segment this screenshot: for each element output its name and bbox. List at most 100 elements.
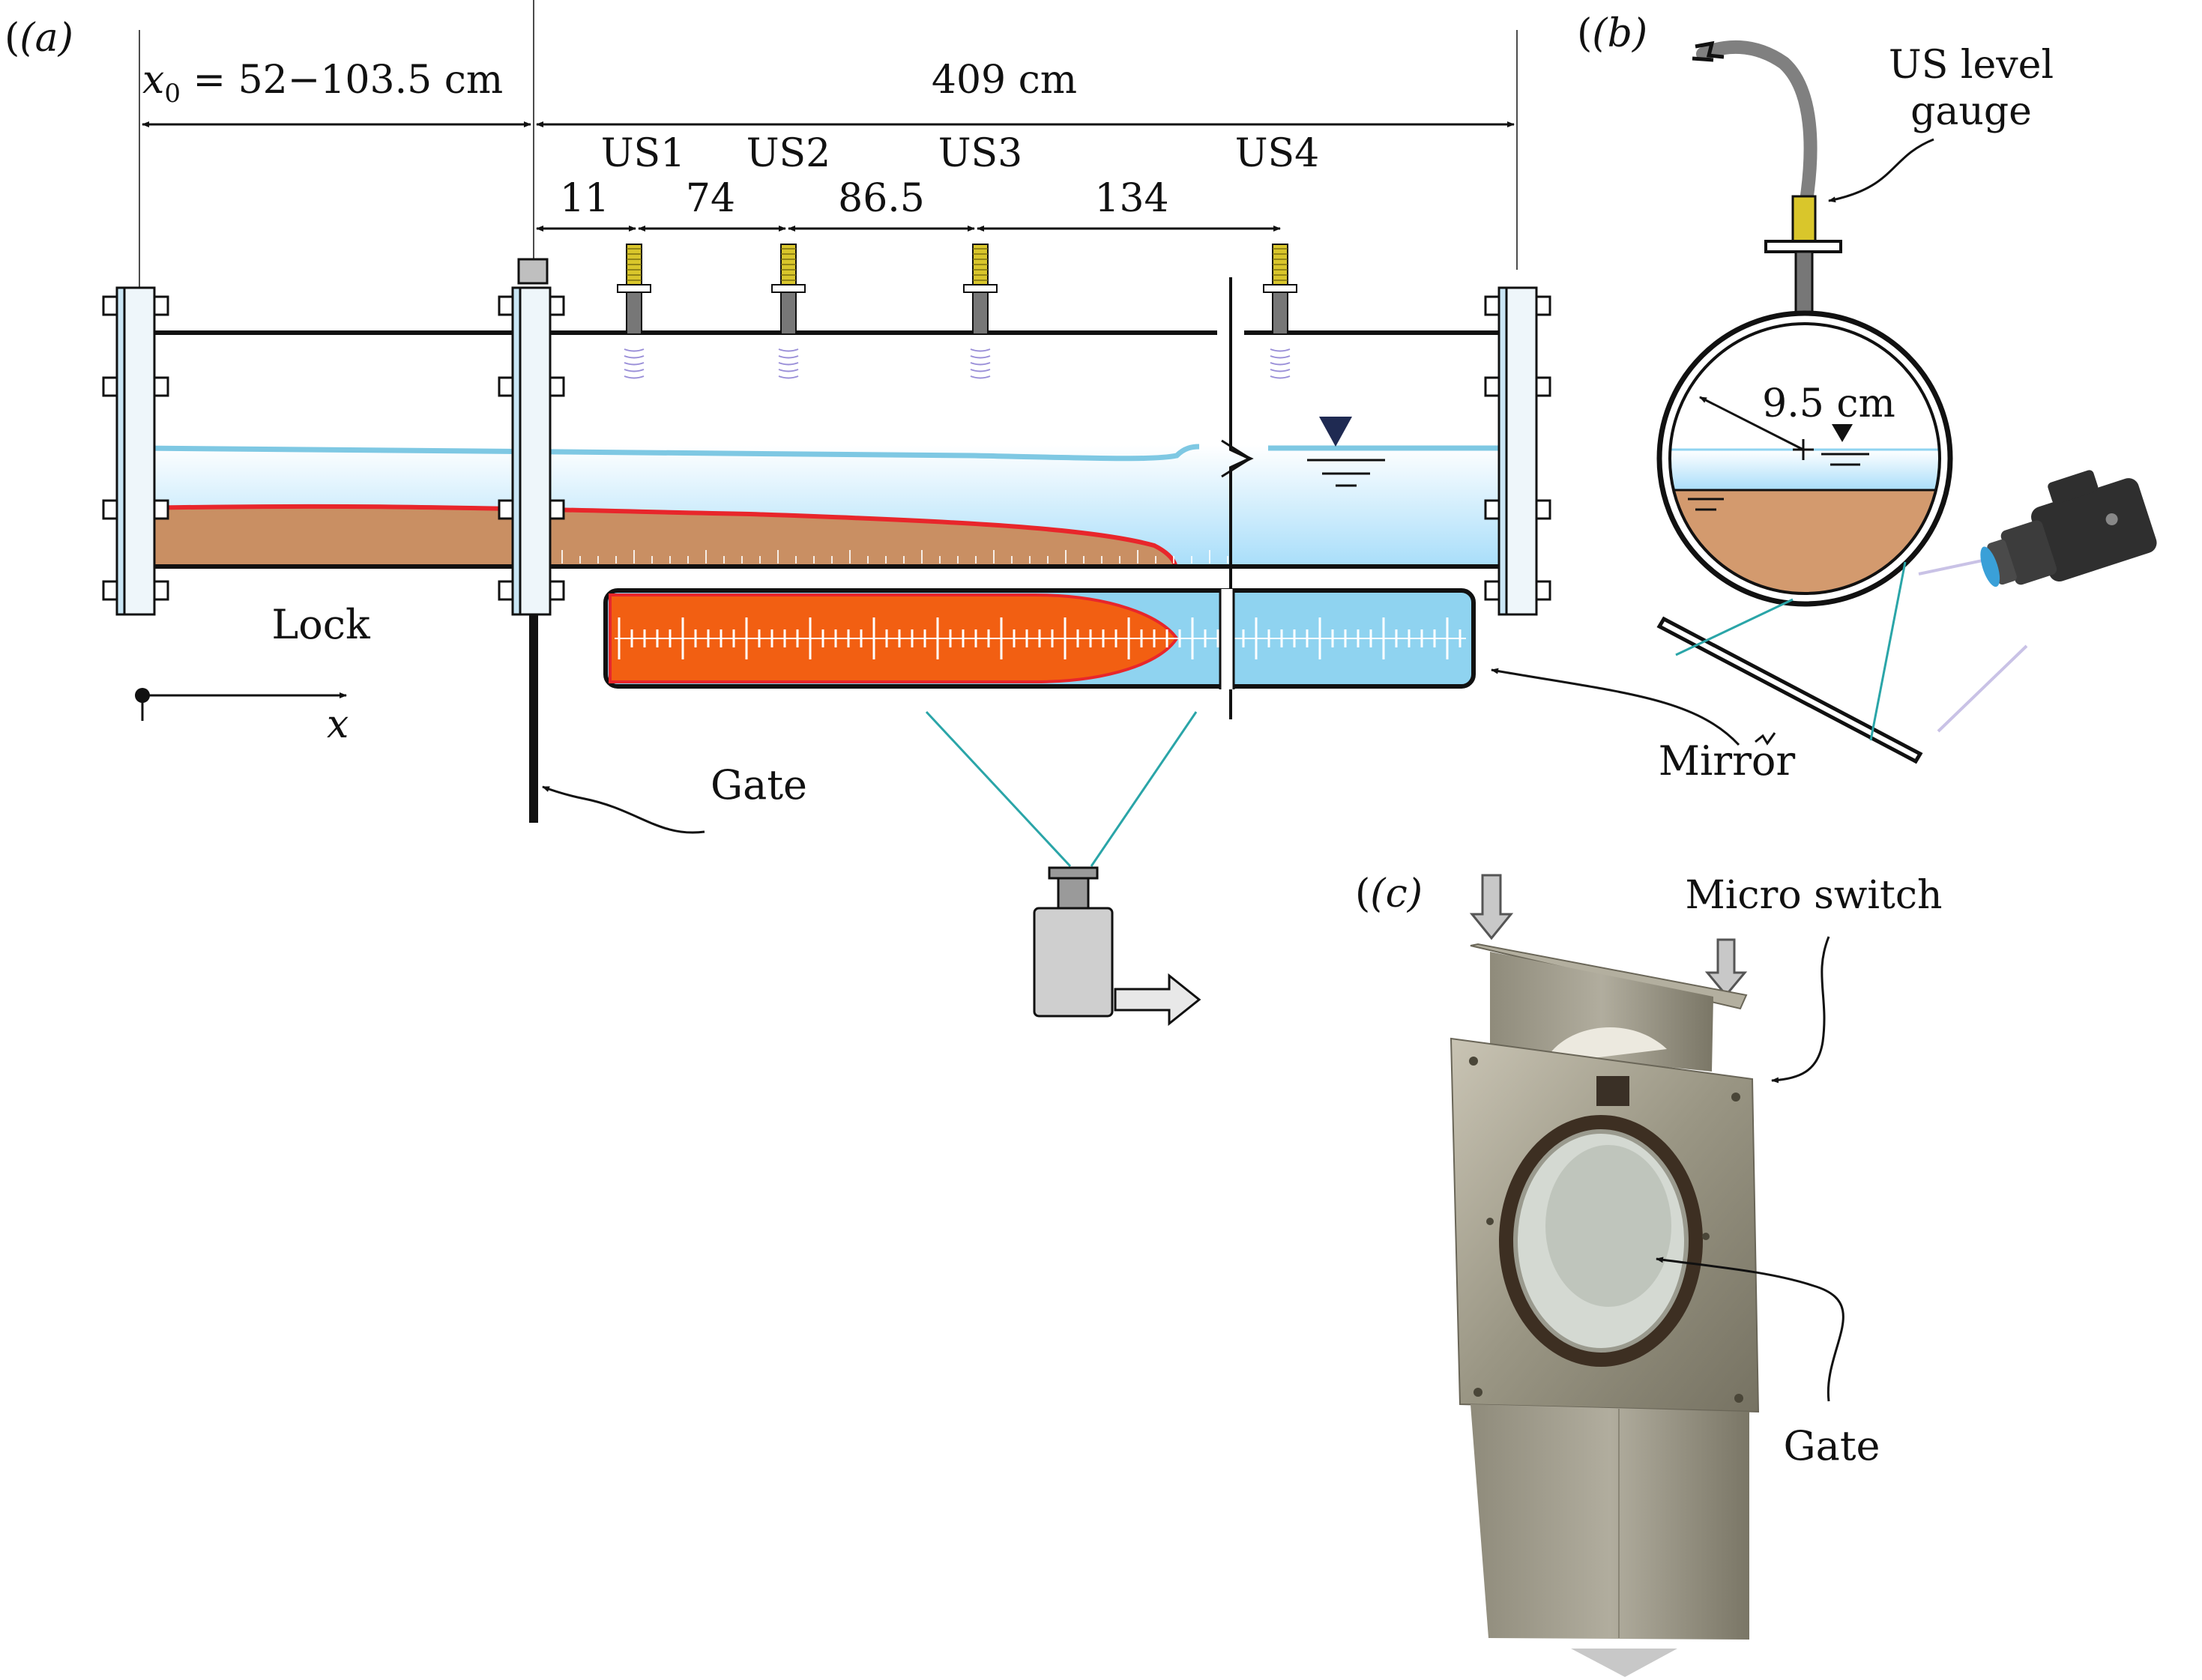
- sensor-stem: [972, 291, 989, 335]
- bolt: [102, 295, 118, 316]
- channel-side-view: [139, 330, 1517, 569]
- sensor-stem: [1272, 291, 1288, 335]
- mirror-squiggle: [1755, 732, 1776, 746]
- bolt: [153, 580, 169, 601]
- bottom-view-strip: [603, 588, 1476, 689]
- gate-label-a: Gate: [711, 761, 807, 809]
- bolt: [1535, 580, 1551, 601]
- us-gauge-label-line1: US level: [1889, 43, 2054, 88]
- dimension-lines: [139, 0, 1518, 300]
- sensor-wave: [970, 375, 991, 379]
- bolt: [1535, 499, 1551, 520]
- sensor-b-mount: [1764, 240, 1842, 253]
- mirror-label: Mirror: [1659, 737, 1796, 785]
- sensor-wave: [778, 348, 799, 352]
- bolt: [1484, 295, 1500, 316]
- sensor-us3: [963, 244, 998, 379]
- micro-switch-pointer: [1771, 936, 1830, 1084]
- sensor-wave: [624, 355, 645, 359]
- radius-arrow: [1699, 396, 1804, 451]
- sensor-nut: [963, 284, 998, 293]
- spacing-label-3: 86.5: [838, 176, 925, 221]
- push-arrow-2: [1704, 938, 1748, 997]
- sensor-wave: [1270, 375, 1291, 379]
- sensor-stem: [780, 291, 797, 335]
- flanges: [102, 286, 1551, 616]
- bolt: [549, 295, 565, 316]
- bolt: [1484, 376, 1500, 397]
- gate-label-c: Gate: [1784, 1422, 1880, 1469]
- flange-left: [102, 286, 169, 616]
- cross-section-view: [1656, 40, 1953, 607]
- micro-switch-label: Micro switch: [1685, 873, 1942, 918]
- bolt: [498, 580, 514, 601]
- panel-label-c: ((c): [1355, 871, 1423, 916]
- bolt: [1484, 580, 1500, 601]
- water-surface: [139, 444, 1200, 462]
- sensor-label-us2: US2: [746, 131, 831, 176]
- sensor-cable: [1696, 40, 1818, 208]
- radius-label: 9.5 cm: [1762, 381, 1895, 426]
- side-ruler-ticks: [561, 550, 1228, 563]
- bolt: [153, 295, 169, 316]
- us-gauge-pointer: [1828, 138, 1934, 203]
- mirror: [1656, 550, 2028, 764]
- sensor-nut: [1263, 284, 1297, 293]
- bolt: [498, 295, 514, 316]
- spacing-label-1: 11: [560, 176, 609, 221]
- spacing-label-2: 74: [686, 176, 735, 221]
- sensor-wave: [1270, 369, 1291, 372]
- lock-label: Lock: [271, 601, 371, 648]
- bolt: [102, 376, 118, 397]
- sensor-wave: [624, 362, 645, 366]
- panel-label-a: ((a): [4, 16, 73, 61]
- sensor-wave: [1270, 355, 1291, 359]
- break-mark-line: [1221, 439, 1252, 478]
- bolt: [549, 580, 565, 601]
- sensor-label-us4: US4: [1235, 131, 1320, 176]
- sensor-b-body: [1791, 195, 1817, 243]
- gate-pointer-a: [542, 785, 705, 834]
- sensor-nut: [771, 284, 806, 293]
- sensor-us2: [771, 244, 806, 379]
- gate-top-cap: [517, 258, 549, 285]
- bolt: [102, 499, 118, 520]
- video-camera: [925, 710, 1201, 1027]
- sensor-wave: [970, 369, 991, 372]
- bolt: [1484, 499, 1500, 520]
- sensor-wave: [1270, 362, 1291, 366]
- sensor-wave: [624, 375, 645, 379]
- current-front-line: [139, 504, 1177, 566]
- sensor-wave: [970, 348, 991, 352]
- flange-gate: [498, 286, 565, 616]
- bolt: [153, 376, 169, 397]
- gate-photo-pointer: [1656, 1257, 1844, 1402]
- camera-icon: [1980, 470, 2157, 587]
- sensor-us1: [617, 244, 651, 379]
- flange-right: [1484, 286, 1551, 616]
- sensor-wave: [1270, 348, 1291, 352]
- bottom-triangle-marker: [1571, 1649, 1677, 1677]
- sensor-wave: [624, 348, 645, 352]
- flange-plate: [519, 286, 552, 616]
- sensor-label-us3: US3: [938, 131, 1023, 176]
- bolt: [1535, 295, 1551, 316]
- sensor-wave: [624, 369, 645, 372]
- spacing-label-4: 134: [1094, 176, 1168, 221]
- free-surface-symbol: [1307, 417, 1385, 487]
- mirror-pointer: [1491, 668, 1740, 746]
- x-axis-label: x: [327, 702, 349, 747]
- camera-motion-arrow: [1114, 973, 1201, 1027]
- sensor-stem: [626, 291, 642, 335]
- bolt: [102, 580, 118, 601]
- sensor-wave: [778, 375, 799, 379]
- sensor-wave: [778, 355, 799, 359]
- lock-length-label: x0 = 52−103.5 cm: [142, 58, 503, 109]
- flange-plate: [1505, 286, 1538, 616]
- bolt: [153, 499, 169, 520]
- push-arrow-1: [1469, 874, 1514, 940]
- flange-plate: [123, 286, 156, 616]
- sensor-wave: [970, 355, 991, 359]
- panel-label-b: ((b): [1577, 11, 1647, 56]
